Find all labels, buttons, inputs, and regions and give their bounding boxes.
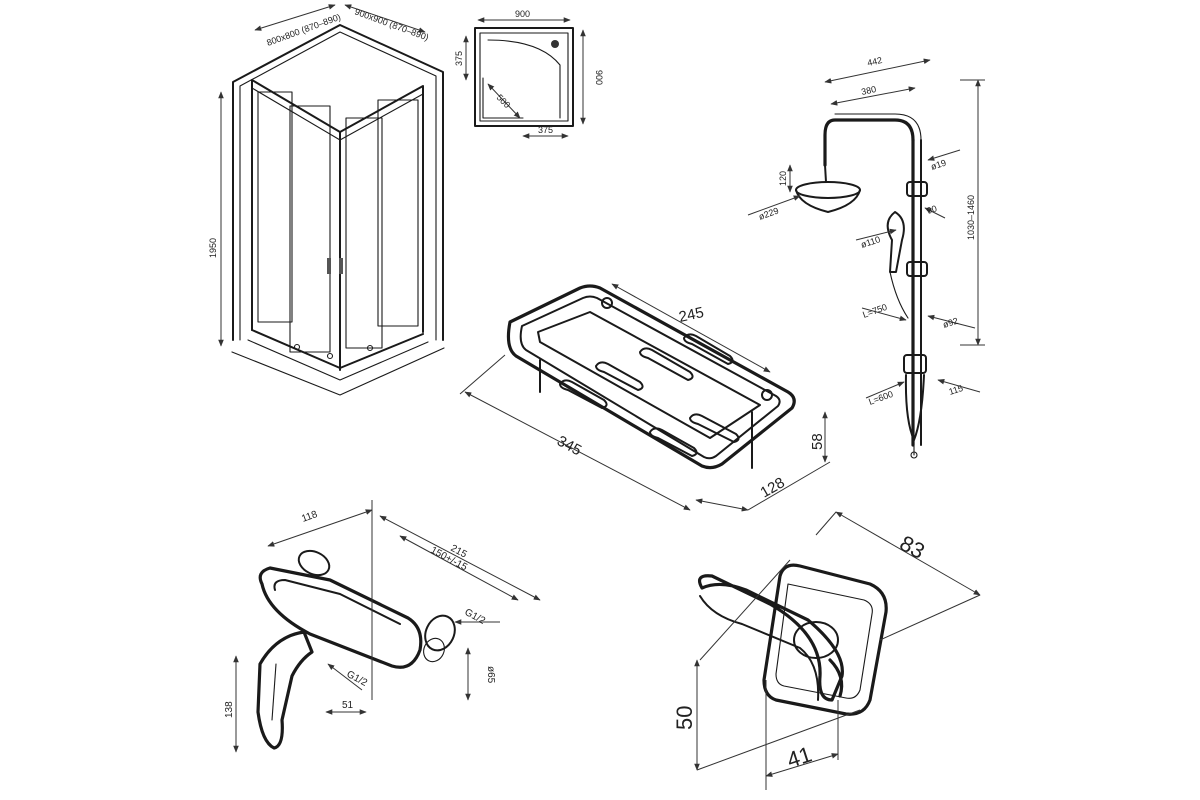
hook-height: 50 bbox=[672, 706, 697, 730]
cabin-height-label: 1950 bbox=[208, 238, 218, 258]
shower-hose2-length: L=600 bbox=[867, 389, 894, 407]
mixer-dim-138: 138 bbox=[224, 701, 235, 718]
basket-inner-length: 245 bbox=[677, 304, 705, 326]
basket-depth: 128 bbox=[758, 474, 788, 501]
shower-dim-442: 442 bbox=[866, 55, 883, 68]
shower-dim-92: ø92 bbox=[942, 316, 960, 330]
plan-top-dim: 900 bbox=[515, 9, 530, 19]
mixer-dim-118-top: 118 bbox=[300, 509, 319, 525]
basket-height: 58 bbox=[809, 433, 826, 450]
mixer-thread-right: G1/2 bbox=[463, 607, 488, 627]
hook-base: 41 bbox=[784, 741, 815, 772]
shower-dim-120: 120 bbox=[778, 171, 788, 186]
shower-basket: 245 345 128 58 bbox=[459, 283, 831, 512]
shower-dim-90: 90 bbox=[926, 203, 939, 216]
hook-length: 83 bbox=[896, 530, 929, 564]
shower-dim-110: ø110 bbox=[860, 234, 882, 250]
mixer-dim-65: ø65 bbox=[485, 666, 496, 684]
shower-cabin-front-view: 800x800 (870–890) 900x900 (870–890) 1950 bbox=[208, 4, 445, 396]
plan-bottom-offset: 375 bbox=[538, 125, 553, 135]
shower-dim-380: 380 bbox=[860, 84, 877, 97]
shower-dim-229: ø229 bbox=[757, 205, 780, 221]
mixer-dim-51: 51 bbox=[342, 700, 354, 711]
shower-hose-length: L=750 bbox=[861, 302, 888, 320]
shower-mixer: 118 215 150+/-15 G1/2 G1/2 ø65 51 138 bbox=[224, 500, 541, 753]
double-hook: 83 50 41 bbox=[672, 511, 981, 790]
plan-left-offset: 375 bbox=[454, 51, 464, 66]
shower-height-range: 1030–1460 bbox=[966, 195, 976, 240]
basket-outer-length: 345 bbox=[554, 433, 584, 460]
plan-right-dim: 900 bbox=[594, 70, 604, 85]
shower-system: 442 380 120 ø229 ø19 90 ø110 1030–1460 L… bbox=[747, 55, 985, 459]
shower-dim-19: ø19 bbox=[930, 158, 948, 172]
shower-cabin-plan-view: 900 900 375 500 375 bbox=[454, 9, 604, 139]
shower-dim-115: 115 bbox=[948, 383, 965, 397]
